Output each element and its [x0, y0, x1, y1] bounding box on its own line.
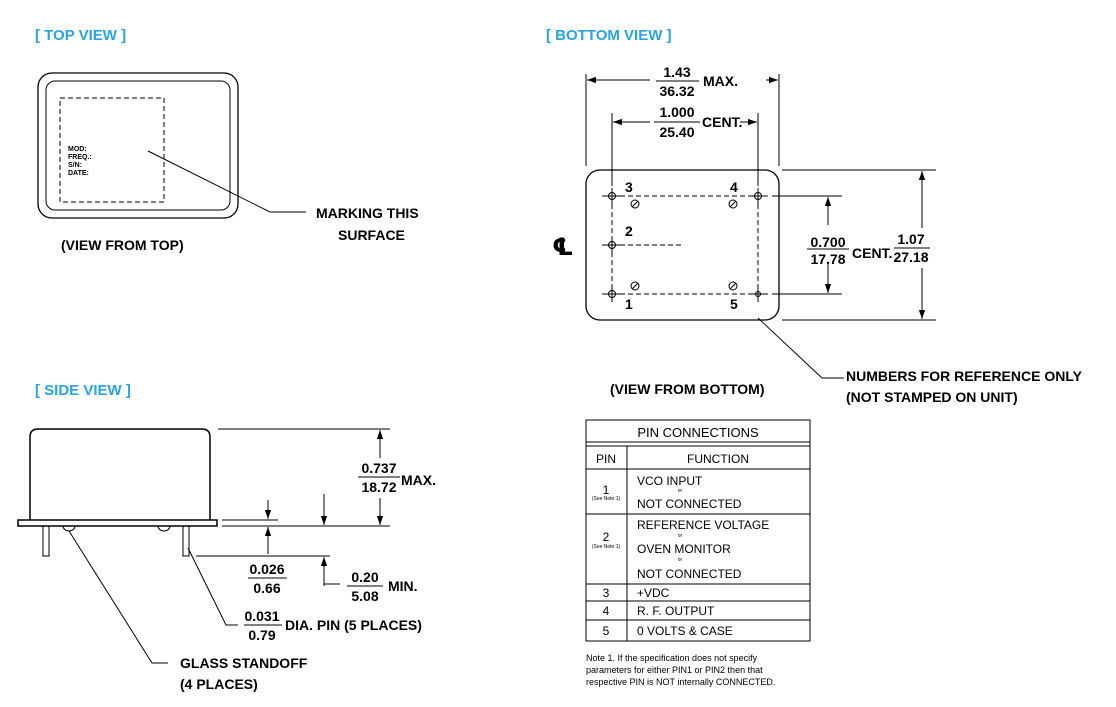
side-view: 0.737 18.72 MAX. 0.026 0.66 0.20 5.08 MI…: [17, 428, 436, 692]
table-row2-func3: NOT CONNECTED: [637, 567, 742, 581]
table-row1-pin: 1: [603, 483, 610, 497]
pin-label-1: 1: [625, 296, 633, 312]
pin-span-x-mm: 25.40: [659, 124, 694, 140]
table-row2-func1: REFERENCE VOLTAGE: [637, 518, 769, 532]
pin-label-5: 5: [730, 296, 738, 312]
marking-freq: FREQ.:: [68, 154, 92, 161]
marking-callout-line2: SURFACE: [338, 227, 405, 243]
note-line2: parameters for either PIN1 or PIN2 then …: [586, 665, 763, 675]
standoff-marks: [630, 199, 738, 291]
table-row1-or: or: [678, 488, 683, 494]
centerline-symbol: ℄: [552, 233, 574, 261]
side-height-suffix: MAX.: [401, 472, 436, 488]
width-dim-suffix: MAX.: [703, 73, 738, 89]
pin-label-3: 3: [625, 179, 633, 195]
pin-label-2: 2: [625, 223, 633, 239]
note-line1: Note 1. If the specification does not sp…: [586, 653, 758, 663]
reference-note-line2: (NOT STAMPED ON UNIT): [846, 389, 1018, 405]
width-dim-in: 1.43: [663, 64, 690, 80]
height-dim-mm: 27.18: [893, 249, 928, 265]
pin-length-in: 0.20: [351, 569, 378, 585]
side-view-header-plate: [17, 519, 218, 527]
pin-length-mm: 5.08: [351, 588, 378, 604]
table-header-function: FUNCTION: [687, 452, 749, 466]
pin-2: [602, 237, 622, 253]
glass-standoff-leader: [68, 530, 168, 664]
marking-mod: MOD:: [68, 146, 87, 153]
bottom-view-caption: (VIEW FROM BOTTOM): [610, 381, 765, 397]
marking-area: [59, 97, 165, 203]
width-dim-mm: 36.32: [659, 83, 694, 99]
pin-dia-in: 0.031: [244, 608, 279, 624]
standoff-height-mm: 0.66: [253, 580, 280, 596]
side-view-can: [29, 428, 211, 521]
table-title: PIN CONNECTIONS: [637, 425, 759, 440]
standoff-height-in: 0.026: [249, 561, 284, 577]
pin-dia-suffix: DIA. PIN (5 PLACES): [285, 617, 422, 633]
pin-3: [602, 188, 622, 204]
pin-span-y-in: 0.700: [810, 234, 845, 250]
glass-standoff-line1: GLASS STANDOFF: [180, 655, 308, 671]
pin-connections-table: PIN CONNECTIONS PIN FUNCTION 1 (See Note…: [585, 419, 811, 642]
marking-sn: S/N:: [68, 162, 82, 169]
pin-span-x-in: 1.000: [659, 104, 694, 120]
table-row1-func1: VCO INPUT: [637, 474, 703, 488]
note-line3: respective PIN is NOT internally CONNECT…: [586, 677, 775, 687]
table-row2-see-note: (See Note 1): [592, 544, 621, 550]
marking-date: DATE:: [68, 170, 89, 177]
table-row4-pin: 4: [603, 604, 610, 618]
top-view-inner-outline: [45, 80, 231, 211]
bottom-view-outline: [585, 169, 780, 321]
table-row2-or2: or: [678, 557, 683, 563]
pin-length-suffix: MIN.: [388, 578, 418, 594]
pin-1: [602, 286, 622, 302]
pin-4: [748, 188, 768, 204]
note-block: Note 1. If the specification does not sp…: [586, 653, 775, 687]
reference-note-leader: [757, 317, 844, 379]
reference-note-line1: NUMBERS FOR REFERENCE ONLY: [846, 368, 1083, 384]
table-row4-func: R. F. OUTPUT: [637, 604, 715, 618]
bottom-view-header: [ BOTTOM VIEW ]: [546, 27, 672, 44]
bottom-view: 3 4 2 1 5 ℄ 1.43 36.32 MAX. 1.000 25.40 …: [552, 64, 1083, 405]
pin-label-4: 4: [730, 179, 738, 195]
height-dim-in: 1.07: [897, 231, 924, 247]
side-height-in: 0.737: [361, 460, 396, 476]
table-row1-see-note: (See Note 1): [592, 496, 621, 502]
pin-span-y-suffix: CENT.: [852, 245, 892, 261]
top-view-outer-outline: [37, 72, 239, 219]
side-view-header: [ SIDE VIEW ]: [35, 382, 131, 399]
table-row5-pin: 5: [603, 624, 610, 638]
pin-5: [748, 286, 768, 302]
table-row2-func2: OVEN MONITOR: [637, 542, 731, 556]
pin-span-y-mm: 17.78: [810, 251, 845, 267]
table-row2-or1: or: [678, 533, 683, 539]
top-view-header: [ TOP VIEW ]: [35, 27, 126, 44]
table-row1-func2: NOT CONNECTED: [637, 497, 742, 511]
side-pin-right: [182, 525, 190, 557]
side-pin-left: [42, 525, 50, 557]
glass-standoff-line2: (4 PLACES): [180, 676, 258, 692]
top-view: MOD: FREQ.: S/N: DATE: MARKING THIS SURF…: [37, 72, 419, 253]
top-view-caption: (VIEW FROM TOP): [61, 237, 184, 253]
side-height-mm: 18.72: [361, 479, 396, 495]
table-row5-func: 0 VOLTS & CASE: [637, 624, 733, 638]
pin-dia-leader: [187, 547, 238, 626]
marking-callout-line1: MARKING THIS: [316, 205, 419, 221]
table-row3-pin: 3: [603, 586, 610, 600]
pin-span-x-suffix: CENT.: [702, 114, 742, 130]
table-header-pin: PIN: [596, 452, 616, 466]
table-row3-func: +VDC: [637, 586, 670, 600]
side-standoff-right: [157, 525, 171, 532]
marking-leader-line: [147, 150, 306, 213]
table-row2-pin: 2: [603, 530, 610, 544]
pin-dia-mm: 0.79: [248, 627, 275, 643]
